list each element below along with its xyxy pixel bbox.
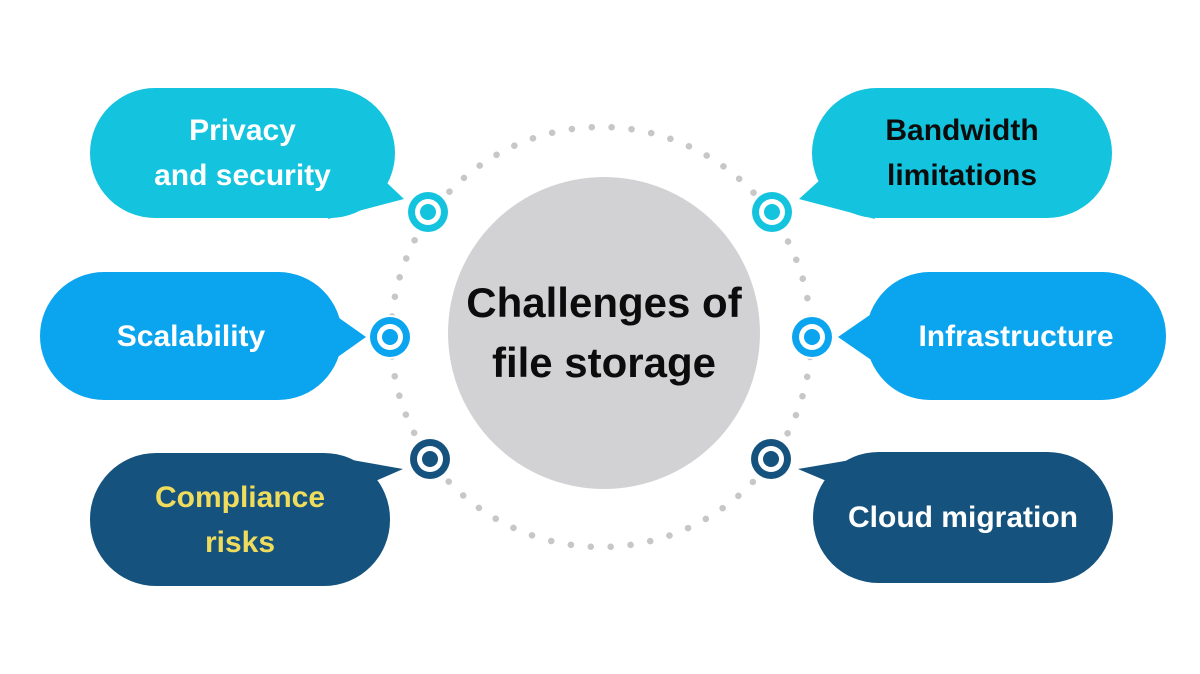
- bubble-privacy-and-security: Privacy and security: [90, 88, 395, 218]
- center-title-circle: Challenges of file storage: [448, 177, 760, 489]
- bubble-scalability: Scalability: [40, 272, 342, 400]
- target-icon-cloud-migration: [749, 437, 793, 481]
- target-icon-scalability: [368, 315, 412, 359]
- bubble-bandwidth-limitations: Bandwidth limitations: [812, 88, 1112, 218]
- bubble-infrastructure: Infrastructure: [866, 272, 1166, 400]
- target-icon-privacy: [406, 190, 450, 234]
- target-icon-infrastructure: [790, 315, 834, 359]
- bubble-cloud-migration: Cloud migration: [813, 452, 1113, 583]
- bubble-compliance-risks: Compliance risks: [90, 453, 390, 586]
- target-icon-compliance: [408, 437, 452, 481]
- target-icon-bandwidth: [750, 190, 794, 234]
